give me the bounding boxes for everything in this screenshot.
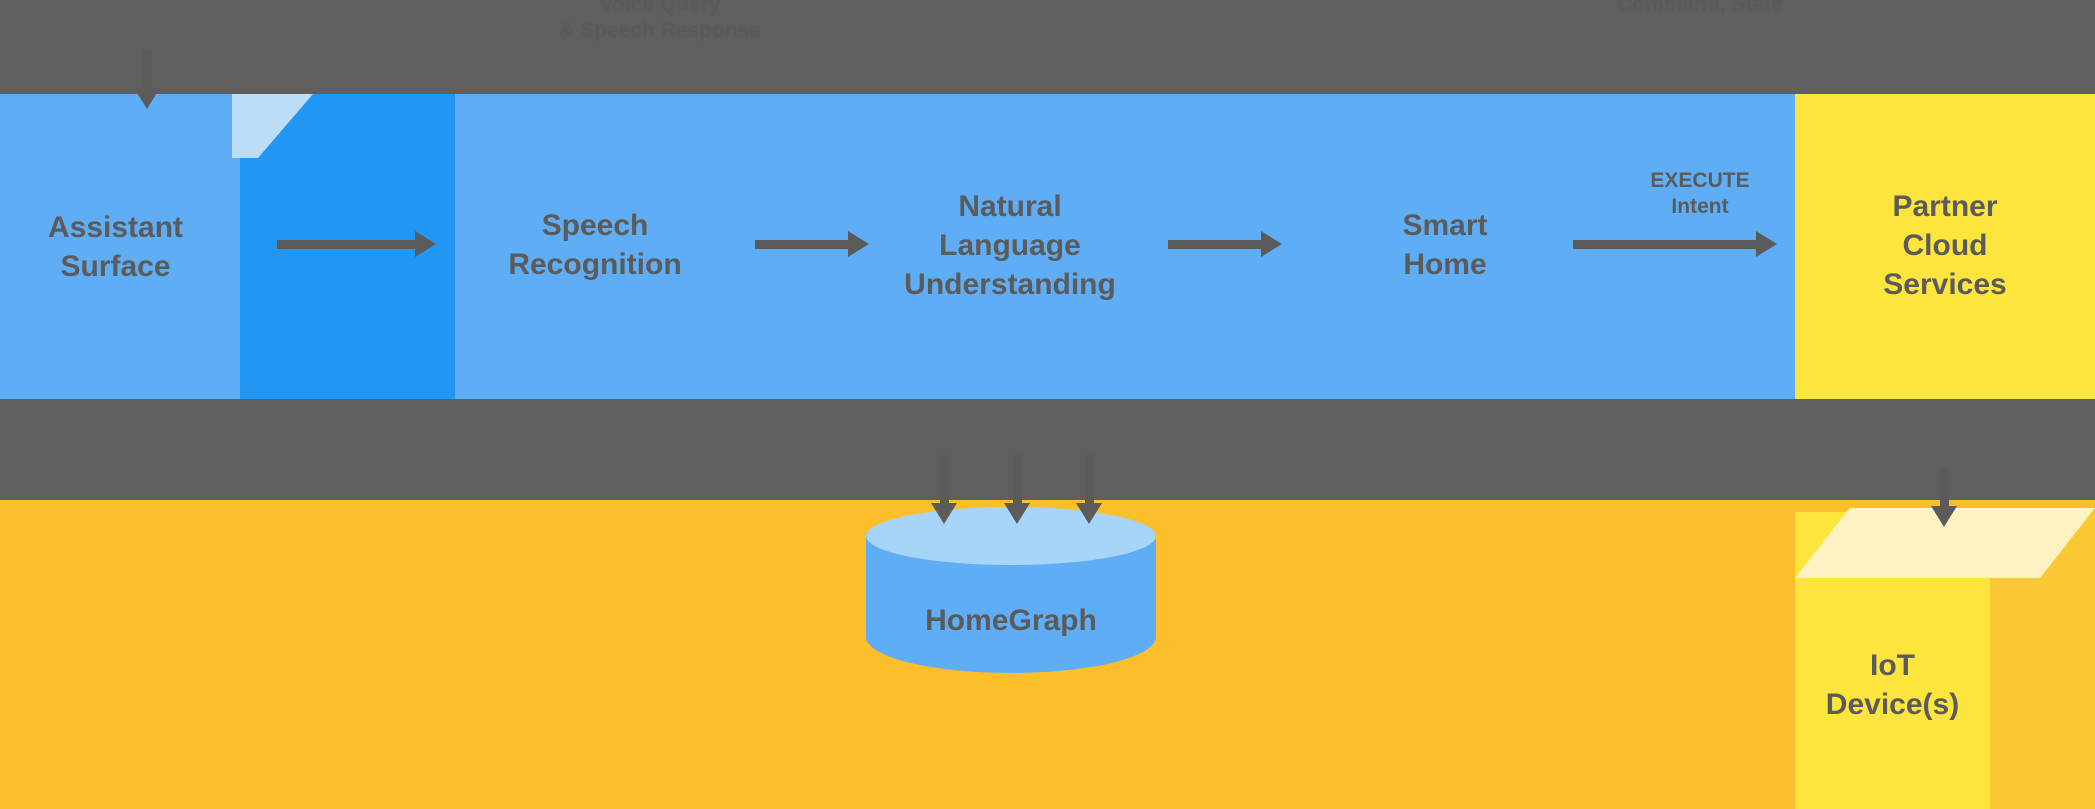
node-homegraph[interactable]: HomeGraph — [925, 603, 1097, 637]
node-partner-cloud-services[interactable]: Partner Cloud Services — [1883, 189, 2007, 301]
node-natural-language-understanding[interactable]: Natural Language Understanding — [904, 189, 1116, 301]
arrow-speech-recognition-to-nlu — [755, 231, 869, 257]
arrow-down-into-homegraph-3 — [1076, 455, 1102, 524]
edge-label-voice-query: Voice Query & Speech Response — [559, 0, 761, 42]
arrow-smart-home-to-partner-cloud — [1573, 231, 1777, 257]
node-speech-recognition[interactable]: Speech Recognition — [508, 209, 682, 281]
arrow-down-into-assistant-surface — [134, 50, 160, 109]
edge-label-execute-intent: EXECUTE Intent — [1650, 169, 1750, 218]
node-iot-devices[interactable]: IoT Device(s) — [1825, 649, 1960, 721]
edge-label-command-state: Command, State — [1617, 0, 1783, 16]
arrow-down-into-homegraph-1 — [931, 455, 957, 524]
arrow-assistant-surface-to-speech-recognition — [277, 231, 436, 257]
node-smart-home[interactable]: Smart Home — [1402, 209, 1488, 281]
partner-cloud-services-background — [1795, 94, 2095, 399]
arrow-nlu-to-smart-home — [1168, 231, 1282, 257]
arrow-down-into-homegraph-2 — [1004, 455, 1030, 524]
arrow-down-into-iot-devices — [1931, 468, 1957, 527]
node-assistant-surface[interactable]: Assistant Surface — [0, 94, 232, 399]
